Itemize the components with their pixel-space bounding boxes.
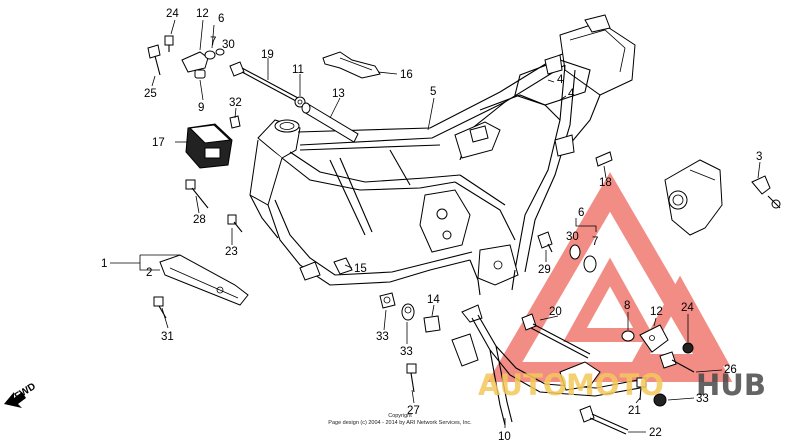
callout-13: 13 xyxy=(332,88,345,100)
collar-14-icon xyxy=(423,315,441,333)
rubber-30-icon xyxy=(569,244,597,273)
callout-24-lower: 24 xyxy=(681,302,694,314)
collar-33b-icon xyxy=(401,303,415,321)
callout-24-upper: 24 xyxy=(166,8,179,20)
bolt-19-icon xyxy=(229,61,299,102)
fwd-arrow: FWD xyxy=(4,381,38,408)
nut-15-icon xyxy=(333,257,353,275)
bolt-24-icon xyxy=(164,35,174,52)
callout-16: 16 xyxy=(400,69,413,81)
callout-33-a: 33 xyxy=(376,331,389,343)
nut-11-icon xyxy=(294,96,306,108)
callout-30-lower: 30 xyxy=(566,231,579,243)
bracket-2-icon xyxy=(159,254,249,306)
plate-12-icon xyxy=(639,324,669,353)
watermark-logo xyxy=(487,172,733,382)
bolt-21-icon xyxy=(636,377,647,401)
collar-9-icon xyxy=(194,69,206,79)
callout-26: 26 xyxy=(724,364,737,376)
bolt-23-icon xyxy=(227,214,243,233)
callout-9: 9 xyxy=(198,102,204,114)
callout-17: 17 xyxy=(152,137,165,149)
leader-lines xyxy=(110,19,761,433)
callout-12-upper: 12 xyxy=(196,8,209,20)
callout-12-lower: 12 xyxy=(650,306,663,318)
callout-28: 28 xyxy=(193,214,206,226)
callout-2: 2 xyxy=(146,267,152,279)
callout-1: 1 xyxy=(101,258,107,270)
callout-20: 20 xyxy=(549,306,562,318)
callout-10: 10 xyxy=(498,431,511,443)
callout-18: 18 xyxy=(599,177,612,189)
nut-33c-icon xyxy=(653,393,667,407)
callout-25: 25 xyxy=(144,88,157,100)
copyright-block: Copyright Page design (c) 2004 - 2014 by… xyxy=(328,413,472,426)
bolt-28-icon xyxy=(185,179,209,209)
collar-8-icon xyxy=(621,330,635,342)
bracket-12-icon xyxy=(181,48,225,73)
bolt-31-icon xyxy=(153,296,167,319)
callout-4-a: 4 xyxy=(557,74,564,86)
watermark-text-hub: HUB xyxy=(696,368,766,402)
bolt-20-icon xyxy=(521,313,591,359)
lower-rail-10-icon xyxy=(451,304,641,426)
clamp-3-icon xyxy=(751,175,781,209)
bolt-22-icon xyxy=(579,405,629,435)
callout-7-lower: 7 xyxy=(592,236,598,248)
callout-23: 23 xyxy=(225,246,238,258)
bolt-27-icon xyxy=(406,363,417,393)
nut-33a-icon xyxy=(379,292,396,309)
fwd-label: FWD xyxy=(13,381,38,402)
bolt-29-icon xyxy=(537,231,553,253)
callout-15: 15 xyxy=(354,263,367,275)
bolt-26-icon xyxy=(659,351,695,373)
cap-18-icon xyxy=(595,151,613,167)
copyright-line-2: Page design (c) 2004 - 2014 by ARI Netwo… xyxy=(328,420,472,426)
cover-17-icon xyxy=(185,123,233,169)
bolt-25-icon xyxy=(147,44,161,76)
callout-14: 14 xyxy=(427,294,440,306)
callout-11: 11 xyxy=(292,64,304,76)
watermark-text-auto: AUTO xyxy=(478,368,568,402)
callout-27: 27 xyxy=(407,405,420,417)
watermark-text-moto: MOTO xyxy=(566,368,664,402)
callout-4-b: 4 xyxy=(568,88,575,100)
bracket-16-icon xyxy=(322,51,381,79)
nut-24b-icon xyxy=(682,342,694,354)
callout-29: 29 xyxy=(538,264,551,276)
side-cover-icon xyxy=(664,159,723,236)
watermark-text: AUTO MOTO HUB xyxy=(478,368,766,402)
callout-32: 32 xyxy=(229,97,242,109)
callout-21: 21 xyxy=(628,405,641,417)
callout-19: 19 xyxy=(261,49,274,61)
collar-13-icon xyxy=(301,102,359,143)
fwd-arrow-icon xyxy=(4,392,26,408)
copyright-line-1: Copyright xyxy=(388,413,412,419)
callout-7-upper: 7 xyxy=(210,36,216,48)
callout-33-b: 33 xyxy=(400,346,413,358)
callout-numbers: 24 12 6 7 30 25 9 19 11 13 16 5 4 4 32 1… xyxy=(101,8,762,443)
main-frame xyxy=(249,14,636,296)
callout-6-upper: 6 xyxy=(218,13,224,25)
callout-3: 3 xyxy=(756,151,762,163)
callout-6-lower: 6 xyxy=(578,207,584,219)
callout-30-upper: 30 xyxy=(222,39,235,51)
callout-8: 8 xyxy=(624,300,630,312)
callout-31: 31 xyxy=(161,331,174,343)
callout-22: 22 xyxy=(649,427,662,439)
callout-33-c: 33 xyxy=(696,393,709,405)
callout-5: 5 xyxy=(430,86,436,98)
